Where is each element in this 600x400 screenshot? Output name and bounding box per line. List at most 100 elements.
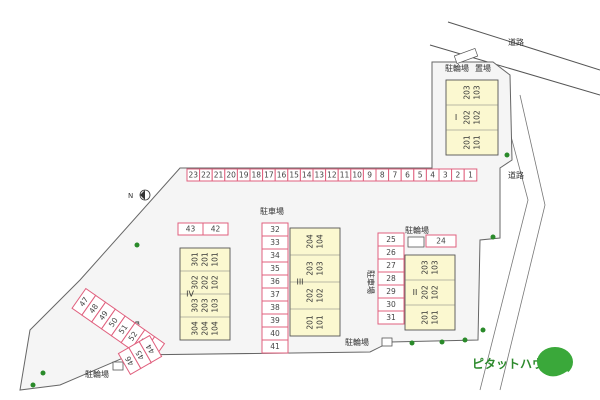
unit-number: 201 bbox=[421, 310, 430, 325]
parking-space-16: 16 bbox=[274, 168, 289, 182]
unit-number: 202 bbox=[421, 285, 430, 300]
tree-icon bbox=[462, 337, 468, 343]
parking-number: 16 bbox=[277, 171, 287, 180]
parking-number: 23 bbox=[189, 171, 199, 180]
north-label: N bbox=[128, 192, 133, 200]
parking-space-19: 19 bbox=[236, 168, 251, 182]
parking-space-12: 12 bbox=[325, 168, 339, 182]
parking-space-27: 27 bbox=[377, 258, 405, 273]
unit-number: 203 bbox=[201, 298, 210, 313]
parking-space-10: 10 bbox=[350, 168, 364, 182]
parking-space-6: 6 bbox=[400, 168, 415, 182]
bicycle-parking-label-top: 駐輪場 bbox=[445, 63, 469, 73]
unit-number: 102 bbox=[316, 288, 325, 303]
road-top bbox=[429, 21, 600, 96]
parking-number: 4 bbox=[430, 171, 435, 180]
parking-number: 7 bbox=[393, 171, 398, 180]
unit-number: 102 bbox=[211, 275, 220, 290]
brand-mark-icon bbox=[537, 347, 573, 377]
bicycle-shed-mid bbox=[407, 236, 425, 248]
parking-number: 2 bbox=[456, 171, 461, 180]
parking-space-28: 28 bbox=[377, 271, 405, 286]
parking-space-30: 30 bbox=[377, 297, 405, 312]
parking-number: 37 bbox=[270, 290, 280, 299]
parking-number: 34 bbox=[270, 251, 280, 260]
parking-number: 24 bbox=[436, 237, 446, 246]
parking-number: 35 bbox=[270, 264, 280, 273]
parking-space-22: 22 bbox=[199, 168, 213, 182]
parking-space-33: 33 bbox=[261, 235, 289, 250]
building-label: III bbox=[296, 278, 303, 287]
trees bbox=[30, 152, 510, 388]
north-arrow-icon: N bbox=[128, 189, 151, 201]
parking-space-14: 14 bbox=[299, 168, 314, 182]
unit-number: 103 bbox=[431, 260, 440, 275]
parking-number: 12 bbox=[327, 171, 337, 180]
parking-number: 27 bbox=[386, 261, 396, 270]
parking-number: 36 bbox=[270, 277, 280, 286]
parking-number: 22 bbox=[201, 171, 211, 180]
unit-number: 104 bbox=[316, 234, 325, 249]
parking-number: 13 bbox=[315, 171, 325, 180]
parking-space-11: 11 bbox=[337, 168, 352, 182]
parking-number: 45 bbox=[134, 348, 147, 361]
tree-icon bbox=[490, 234, 496, 240]
parking-space-15: 15 bbox=[287, 168, 301, 182]
parking-number: 33 bbox=[270, 238, 280, 247]
unit-number: 201 bbox=[201, 252, 210, 267]
parking-number: 26 bbox=[386, 248, 396, 257]
unit-number: 101 bbox=[211, 252, 220, 267]
parking-number: 8 bbox=[380, 171, 385, 180]
parking-number: 9 bbox=[367, 171, 372, 180]
parking-space-39: 39 bbox=[261, 313, 289, 328]
parking-space-26: 26 bbox=[377, 245, 405, 260]
unit-number: 203 bbox=[306, 261, 315, 276]
parking-number: 43 bbox=[186, 225, 196, 234]
parking-number: 40 bbox=[270, 329, 280, 338]
parking-number: 38 bbox=[270, 303, 280, 312]
parking-number: 42 bbox=[211, 225, 221, 234]
parking-number: 31 bbox=[386, 313, 396, 322]
tree-icon bbox=[30, 382, 36, 388]
parking-number: 14 bbox=[302, 171, 312, 180]
parking-label-right: 駐車場 bbox=[366, 270, 376, 294]
parking-number: 32 bbox=[270, 225, 280, 234]
parking-number: 6 bbox=[405, 171, 410, 180]
parking-number: 19 bbox=[239, 171, 249, 180]
bicycle-shed-bottom bbox=[381, 337, 393, 347]
unit-number: 304 bbox=[191, 321, 200, 336]
parking-space-8: 8 bbox=[375, 168, 390, 182]
parking-number: 15 bbox=[289, 171, 299, 180]
tree-icon bbox=[40, 370, 46, 376]
bicycle-parking-label-left: 駐輪場 bbox=[85, 369, 109, 379]
parking-space-20: 20 bbox=[224, 168, 238, 182]
unit-number: 103 bbox=[316, 261, 325, 276]
unit-number: 101 bbox=[473, 135, 482, 150]
unit-number: 202 bbox=[201, 275, 210, 290]
parking-space-38: 38 bbox=[261, 300, 289, 315]
unit-number: 103 bbox=[211, 298, 220, 313]
parking-space-43: 43 bbox=[177, 222, 204, 236]
parking-space-21: 21 bbox=[211, 168, 226, 182]
parking-space-40: 40 bbox=[261, 326, 289, 341]
unit-number: 204 bbox=[201, 321, 210, 336]
parking-number: 30 bbox=[386, 300, 396, 309]
unit-number: 202 bbox=[463, 110, 472, 125]
parking-number: 11 bbox=[340, 171, 350, 180]
parking-number: 44 bbox=[144, 342, 157, 355]
parking-space-4: 4 bbox=[425, 168, 440, 182]
parking-space-41: 41 bbox=[261, 339, 289, 354]
parking-number: 46 bbox=[123, 354, 136, 367]
parking-space-1: 1 bbox=[463, 168, 478, 182]
brand-name: ピタットハウス bbox=[472, 357, 556, 371]
parking-space-17: 17 bbox=[262, 168, 276, 182]
parking-space-36: 36 bbox=[261, 274, 289, 289]
parking-space-42: 42 bbox=[202, 222, 229, 236]
parking-space-24: 24 bbox=[425, 234, 457, 248]
parking-space-18: 18 bbox=[249, 168, 264, 182]
bicycle-parking-label-bottom: 駐輪場 bbox=[345, 337, 369, 347]
unit-number: 101 bbox=[431, 310, 440, 325]
